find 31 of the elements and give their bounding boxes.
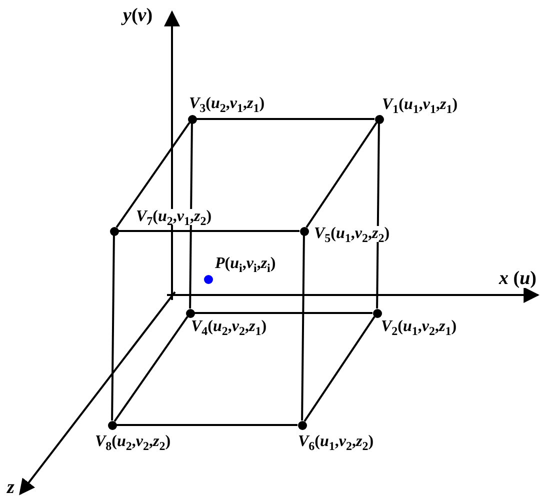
- cube-edge: [189, 123, 193, 309]
- vertex-label: V$_{1}$(u$_{1}$,v$_{1}$,z$_{1}$): [381, 97, 459, 113]
- vertex-label: V$_{8}$(u$_{2}$,v$_{2}$,z$_{2}$): [94, 434, 172, 450]
- vertex-dot: [300, 226, 308, 236]
- vertex-dot: [186, 308, 194, 318]
- axis-label: y(v): [122, 6, 154, 25]
- vertex-dot: [108, 420, 116, 430]
- axis-label: x (u): [498, 269, 538, 288]
- cube-edge: [301, 235, 305, 421]
- vertex-label: V$_{4}$(u$_{2}$,v$_{2}$,z$_{1}$): [190, 319, 268, 335]
- vertex-dot: [188, 114, 196, 124]
- vertex-dot: [374, 114, 384, 124]
- vertex-dot: [298, 420, 306, 430]
- vertex-label: V$_{5}$(u$_{1}$,v$_{2}$,z$_{2}$): [313, 226, 391, 242]
- vertex-dot: [110, 226, 118, 236]
- vertex-dot: [372, 308, 382, 318]
- cube-edge: [194, 312, 372, 314]
- cube-edge: [304, 316, 376, 422]
- vertex-label: V$_{6}$(u$_{1}$,v$_{2}$,z$_{2}$): [297, 434, 375, 450]
- cube-edge: [306, 122, 378, 228]
- cube-edge: [196, 118, 374, 120]
- vertex-label: V$_{3}$(u$_{2}$,v$_{1}$,z$_{1}$): [188, 96, 266, 112]
- point-label: P(u$_{i}$,v$_{i}$,z$_{i}$): [214, 256, 277, 272]
- point-marker: [204, 274, 212, 284]
- cube-edge: [111, 235, 115, 421]
- cube-edge: [118, 230, 300, 232]
- cube-edge: [114, 316, 188, 422]
- vertex-label: V$_{7}$(u$_{2}$,v$_{1}$,z$_{2}$): [135, 209, 213, 225]
- vertex-label: V$_{2}$(u$_{1}$,v$_{2}$,z$_{1}$): [380, 319, 458, 335]
- cube-edge: [376, 123, 380, 309]
- cube-edge: [116, 122, 190, 228]
